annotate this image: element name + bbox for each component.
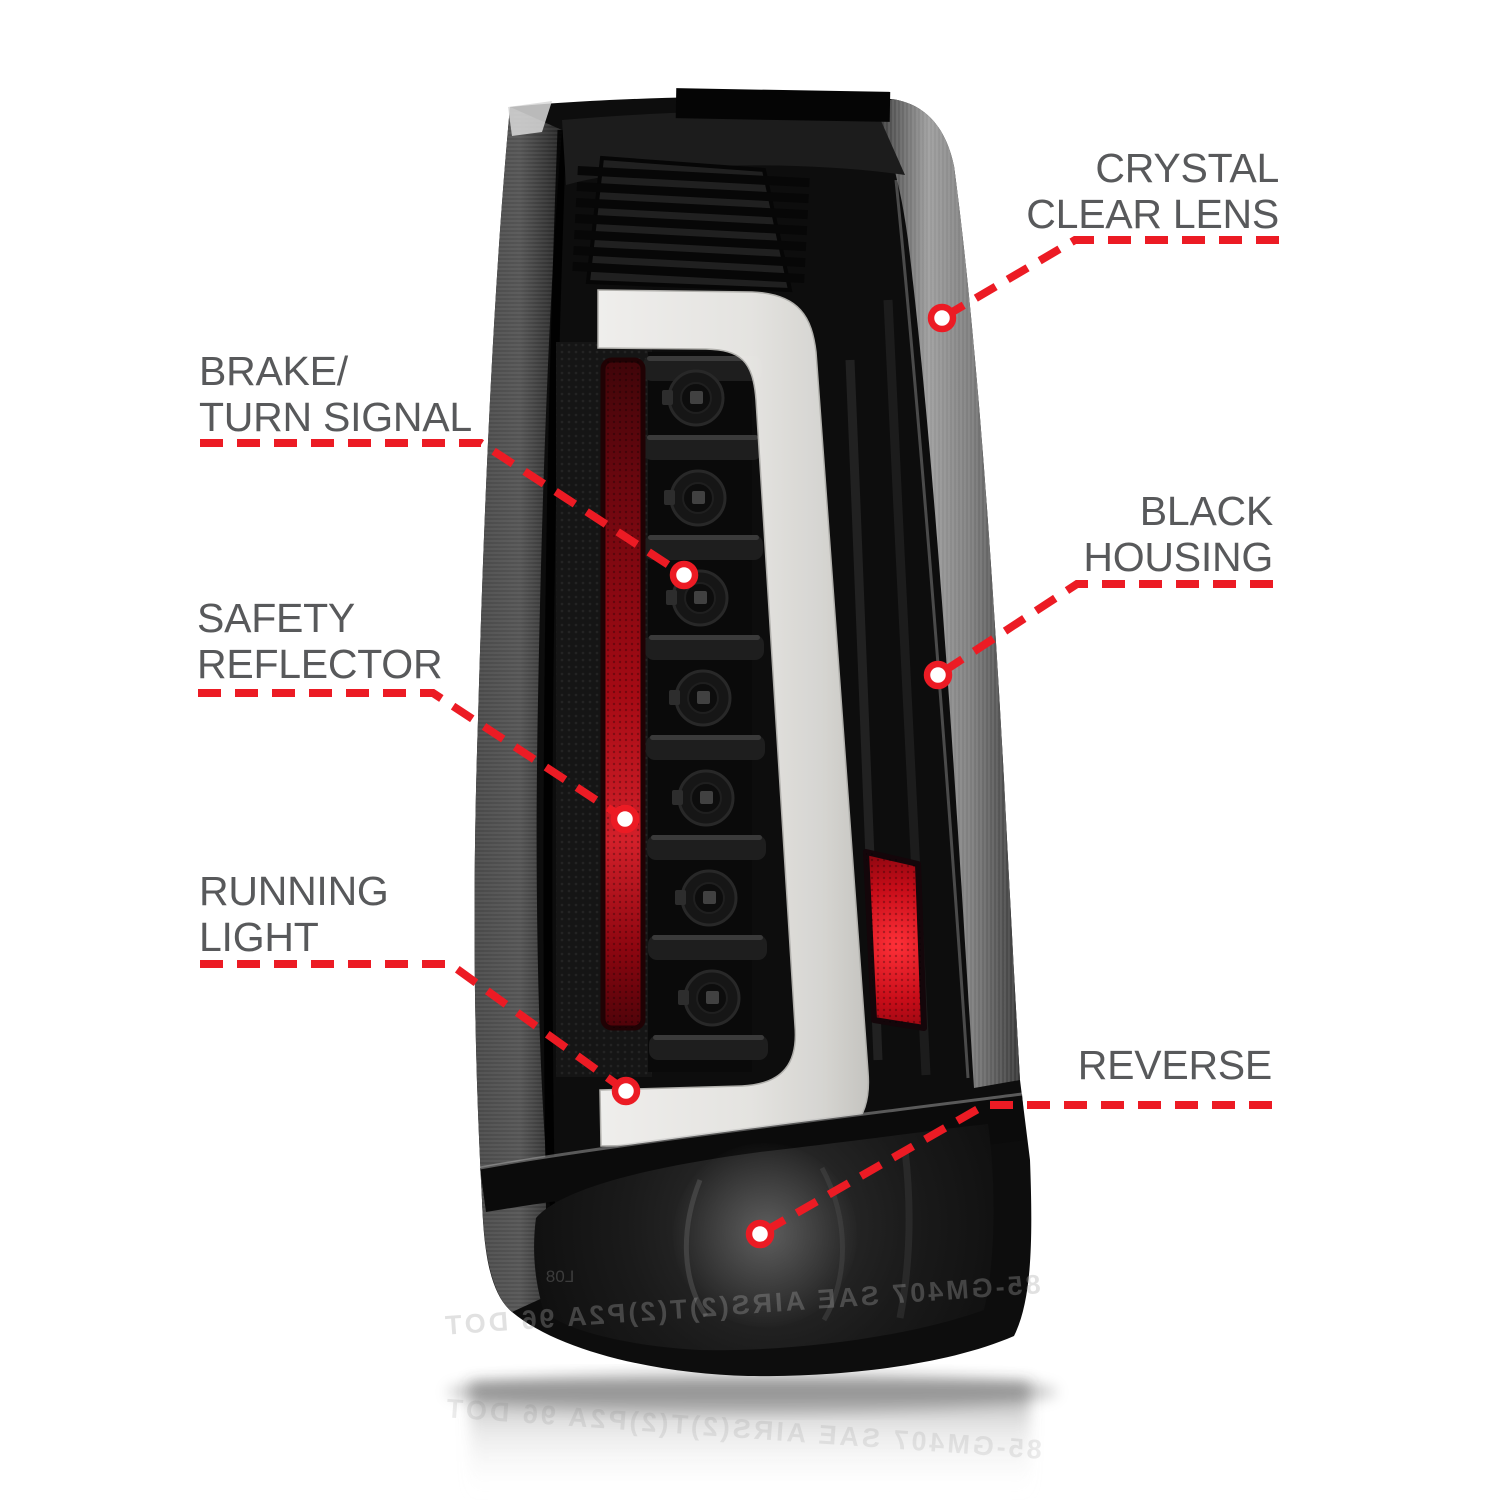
left-ribbed-edge <box>474 107 567 1312</box>
dot-safety-reflector <box>610 804 640 834</box>
callout-label-brake-turn-signal: BRAKE/ TURN SIGNAL <box>199 348 472 440</box>
leader-reverse <box>758 1101 1272 1238</box>
top-left-highlight <box>508 101 552 136</box>
crystal-lens-ribbed-edge <box>868 99 1020 1088</box>
safety-reflector-strip <box>600 357 646 1031</box>
callout-label-safety-reflector: SAFETY REFLECTOR <box>197 595 443 687</box>
top-notch <box>675 88 891 122</box>
callout-label-crystal-clear-lens: CRYSTAL CLEAR LENS <box>1026 145 1279 237</box>
dot-running-light <box>611 1076 641 1106</box>
callout-label-reverse: REVERSE <box>1077 1042 1272 1088</box>
leader-black-housing <box>935 580 1273 679</box>
side-reflector-texture <box>866 852 924 1028</box>
ground-reflection: 85-GM407 SAE AIRS(2)T(2)P2A 96 DOT <box>442 1372 1057 1500</box>
tail-light: 85-GM407 SAE AIRS(2)T(2)P2A 96 DOT L08 <box>441 88 1042 1377</box>
louver-vents <box>572 155 810 293</box>
dot-reverse <box>745 1219 775 1249</box>
led-chamber <box>643 352 768 1072</box>
reverse-bulb-highlight-2 <box>819 1166 845 1322</box>
dot-black-housing <box>923 660 953 690</box>
dot-crystal-clear-lens <box>927 303 957 333</box>
reverse-bulb-highlight <box>683 1179 709 1318</box>
lens-marking-small: L08 <box>546 1267 574 1286</box>
dot-brake-turn-signal <box>669 560 699 590</box>
led-light-tube <box>597 289 870 1147</box>
leader-crystal-clear-lens <box>939 236 1279 322</box>
reverse-lens-streak <box>896 1149 913 1319</box>
leader-running-light <box>200 960 629 1095</box>
callout-label-black-housing: BLACK HOUSING <box>1083 488 1273 580</box>
callout-label-running-light: RUNNING LIGHT <box>199 868 389 960</box>
leader-safety-reflector <box>198 689 628 823</box>
callout-dots <box>610 303 957 1249</box>
leader-brake-turn-signal <box>200 439 687 579</box>
callout-lines <box>198 236 1279 1238</box>
